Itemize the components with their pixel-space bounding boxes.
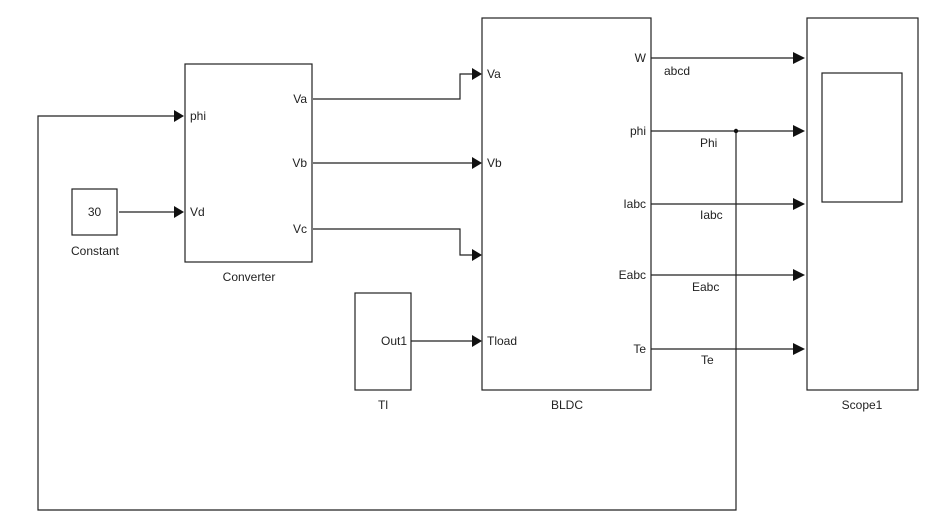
signal-label-abcd: abcd xyxy=(664,64,690,78)
arrowhead-scope-in-3 xyxy=(793,198,805,210)
bldc-port-phi: phi xyxy=(630,124,646,138)
signal-label-eabc: Eabc xyxy=(692,280,719,294)
constant-block[interactable]: 30 xyxy=(71,188,118,236)
bldc-port-tload: Tload xyxy=(487,334,517,348)
scope-screen-icon xyxy=(821,72,903,203)
arrowhead-vc-in xyxy=(472,249,482,261)
converter-port-phi: phi xyxy=(190,109,206,123)
bldc-port-vb: Vb xyxy=(487,156,502,170)
tl-block-name: Tl xyxy=(378,398,388,412)
arrowhead-vd-in xyxy=(174,206,184,218)
arrowhead-scope-in-2 xyxy=(793,125,805,137)
arrowhead-scope-in-5 xyxy=(793,343,805,355)
converter-port-vc: Vc xyxy=(293,222,307,236)
bldc-port-w: W xyxy=(635,51,647,65)
arrowhead-vb-in xyxy=(472,157,482,169)
bldc-port-iabc: Iabc xyxy=(623,197,646,211)
arrowhead-phi-in xyxy=(174,110,184,122)
bldc-port-va: Va xyxy=(487,67,501,81)
constant-block-name: Constant xyxy=(71,244,120,258)
tl-block[interactable]: Out1 xyxy=(354,292,412,391)
bldc-block-name: BLDC xyxy=(551,398,583,412)
converter-port-vd: Vd xyxy=(190,205,205,219)
converter-port-va: Va xyxy=(293,92,307,106)
arrowhead-scope-in-1 xyxy=(793,52,805,64)
bldc-port-eabc: Eabc xyxy=(619,268,646,282)
arrowhead-scope-in-4 xyxy=(793,269,805,281)
signal-label-te: Te xyxy=(701,353,714,367)
signal-line-vc[interactable] xyxy=(313,228,474,256)
converter-port-vb: Vb xyxy=(292,156,307,170)
scope-block-name: Scope1 xyxy=(842,398,883,412)
arrowhead-tload-in xyxy=(472,335,482,347)
signal-label-iabc: Iabc xyxy=(700,208,723,222)
bldc-block[interactable]: Va Vb Tload W phi Iabc Eabc Te xyxy=(481,17,652,391)
signal-line-va[interactable] xyxy=(313,73,474,100)
converter-block[interactable]: phi Vd Va Vb Vc xyxy=(184,63,313,263)
bldc-port-te: Te xyxy=(633,342,646,356)
signal-line-phi-feedback[interactable] xyxy=(37,115,737,511)
scope-block[interactable] xyxy=(806,17,919,391)
arrowhead-va-in xyxy=(472,68,482,80)
tl-port-out1: Out1 xyxy=(381,334,407,348)
signal-label-phi: Phi xyxy=(700,136,717,150)
constant-value: 30 xyxy=(88,205,102,219)
branch-point-dot xyxy=(733,128,739,134)
converter-block-name: Converter xyxy=(223,270,276,284)
